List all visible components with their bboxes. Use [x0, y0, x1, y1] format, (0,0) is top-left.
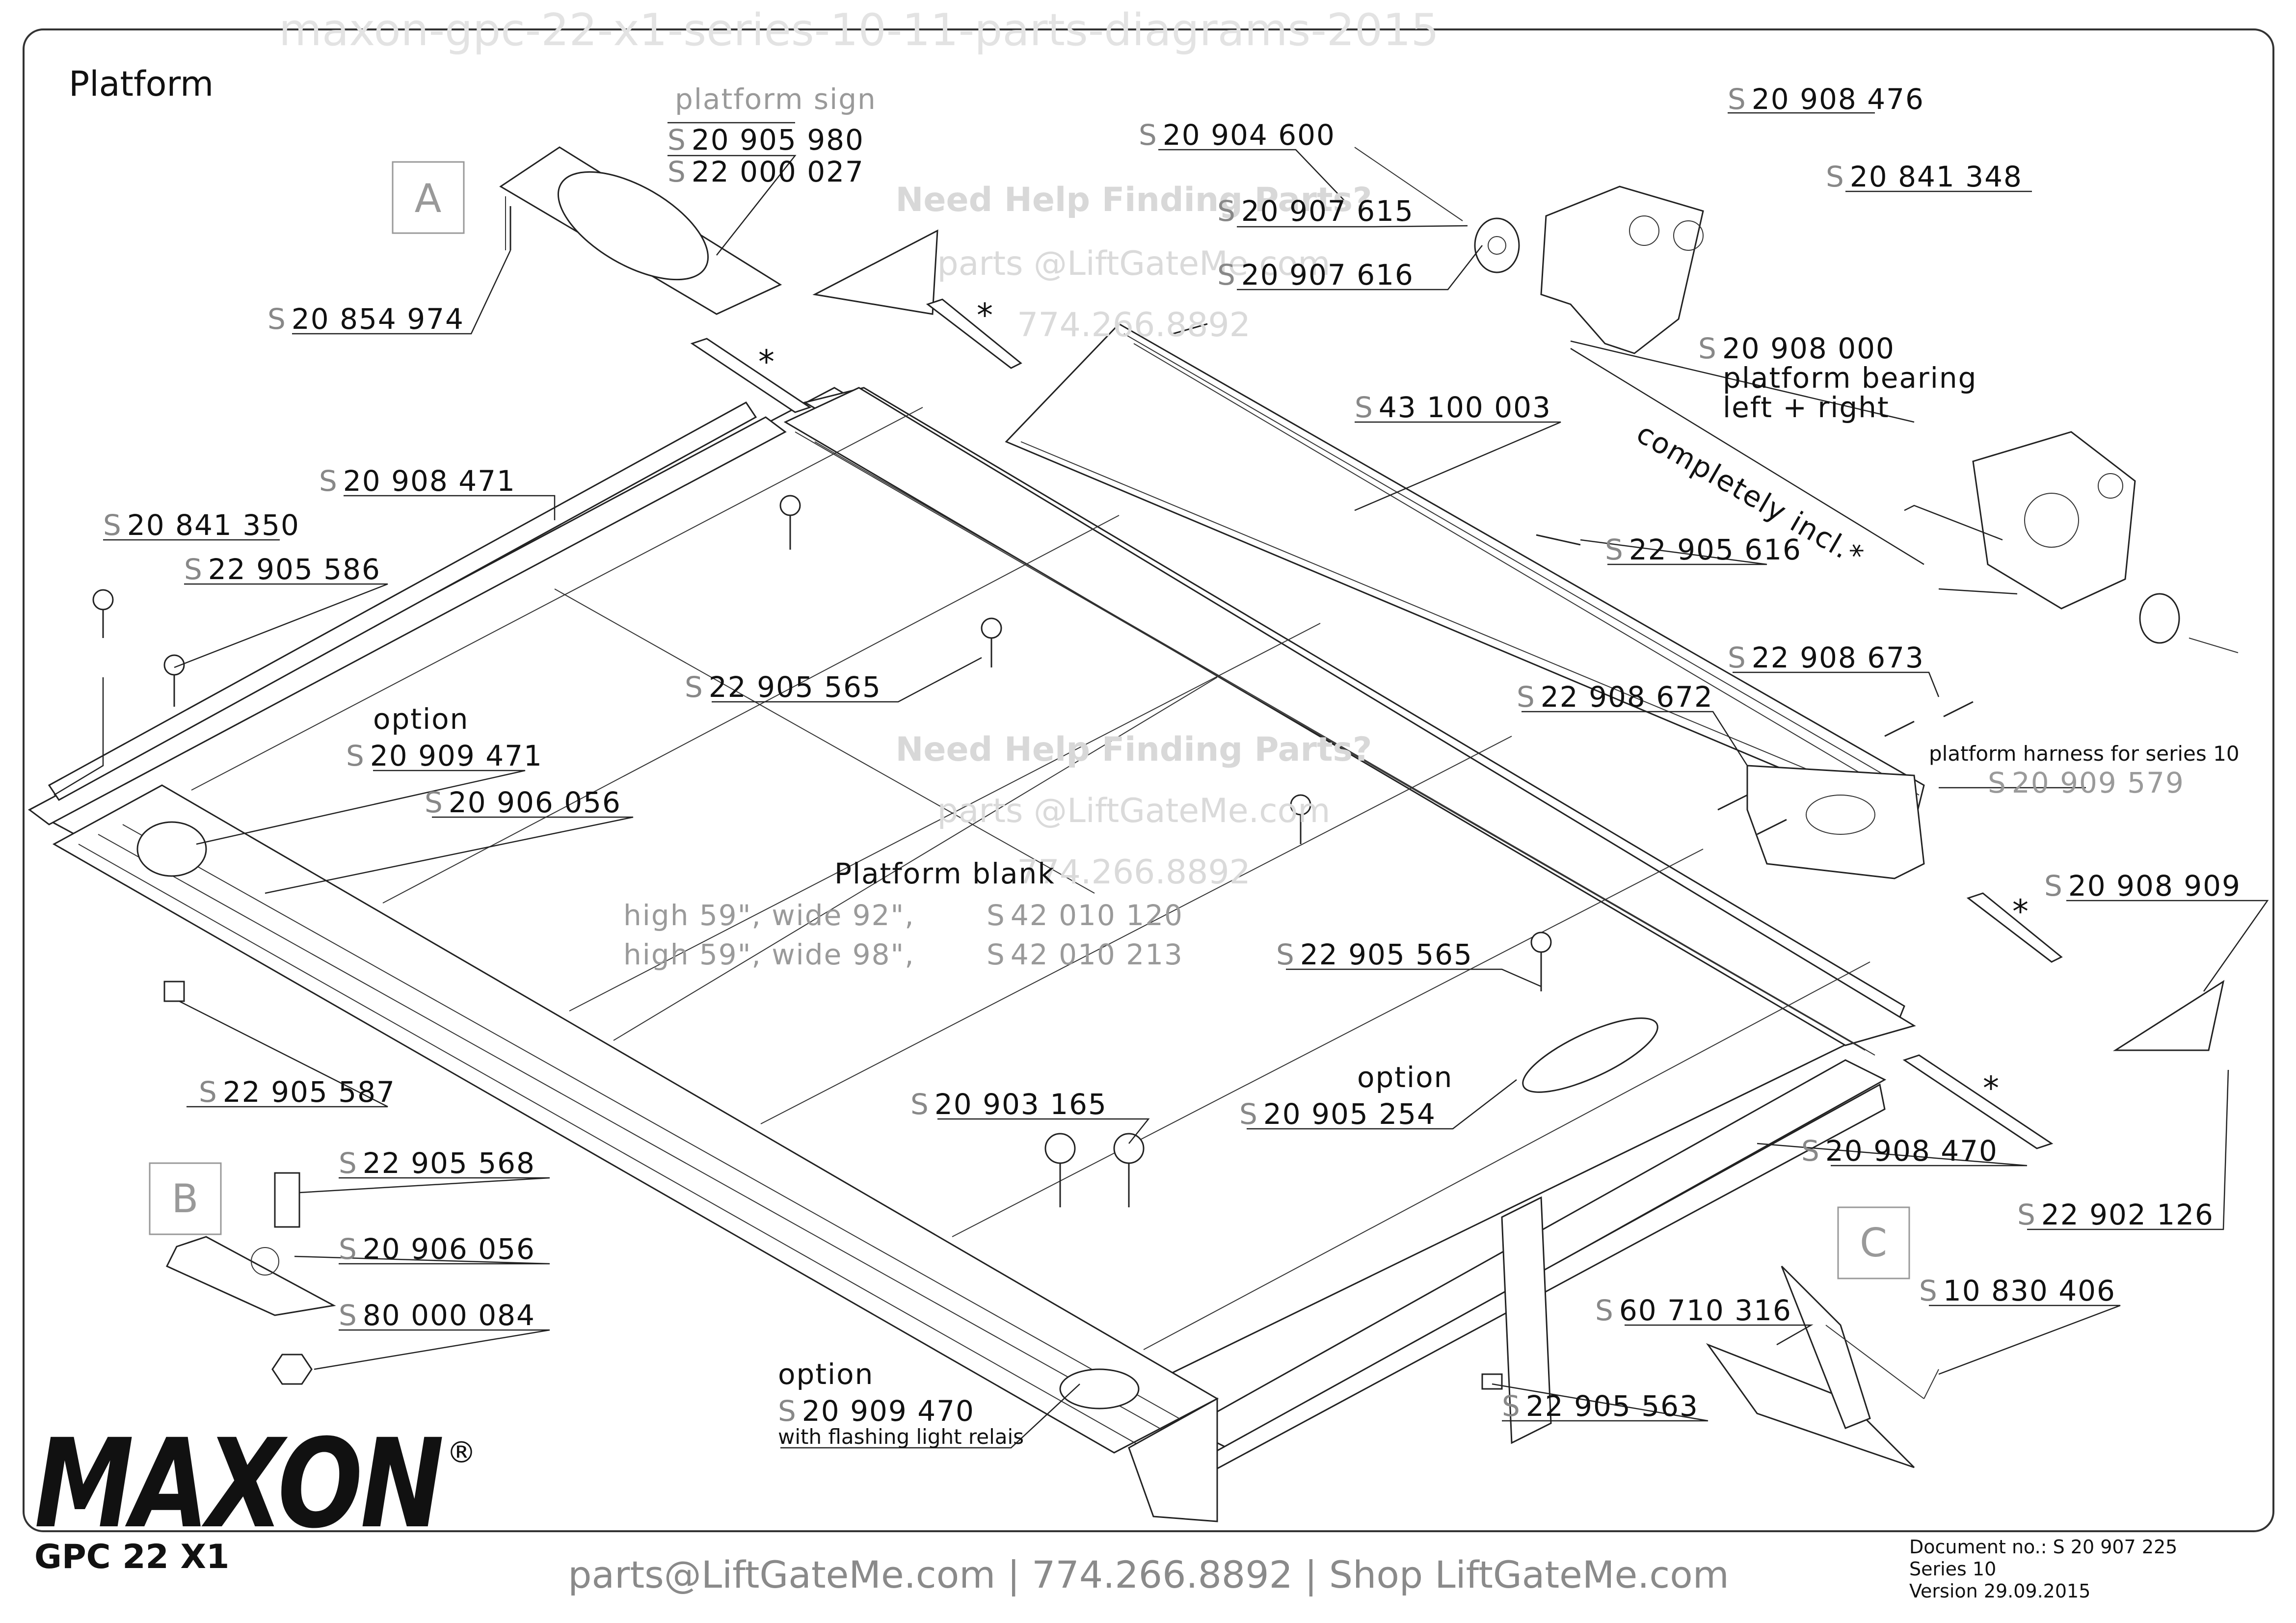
document-number: Document no.: S 20 907 225	[1909, 1536, 2177, 1558]
watermark-help-2: Need Help Finding Parts? parts @LiftGate…	[896, 730, 1372, 892]
svg-text:774.266.8892: 774.266.8892	[1017, 853, 1251, 892]
triangle-plate-left	[812, 229, 938, 315]
detail-marker-c: C	[1837, 1206, 1910, 1279]
label-platform-sign: platform sign	[675, 82, 877, 116]
label-left-right: left + right	[1723, 391, 1890, 424]
svg-text:C: C	[1860, 1220, 1887, 1266]
platform-bearing-drawing	[1354, 147, 2239, 653]
detail-b-drawing	[165, 1172, 336, 1385]
sheet-border	[23, 28, 2274, 1532]
label-option-3: option	[778, 1357, 874, 1391]
svg-text:774.266.8892: 774.266.8892	[1017, 306, 1251, 345]
section-title: Platform	[69, 64, 214, 104]
label-blank-row1-desc: high 59", wide 92",	[623, 899, 915, 932]
detail-marker-a: A	[392, 161, 465, 234]
asterisk-1: *	[758, 343, 774, 381]
detail-marker-b: B	[149, 1162, 222, 1235]
document-series: Series 10	[1909, 1558, 1996, 1580]
asterisk-4: *	[1983, 1069, 1999, 1107]
asterisk-3: *	[2012, 893, 2029, 931]
document-info: Document no.: S 20 907 225 Series 10 Ver…	[1909, 1536, 2177, 1602]
bolts	[92, 206, 1974, 1390]
label-platform-bearing: platform bearing	[1723, 361, 1977, 395]
watermark-title: maxon-gpc-22-x1-series-10-11-parts-diagr…	[279, 4, 1439, 56]
triangle-plate-right	[2112, 980, 2225, 1051]
label-option-2: option	[1357, 1061, 1453, 1094]
brand-wordmark: MAXON	[34, 1412, 442, 1555]
svg-text:A: A	[415, 176, 442, 221]
platform-drawing	[27, 323, 1925, 1522]
label-flashing-light-relais: with flashing light relais	[778, 1425, 1024, 1449]
flat-strips	[690, 298, 2063, 1149]
svg-text:parts @LiftGateMe.com: parts @LiftGateMe.com	[937, 244, 1331, 283]
contact-line: parts@LiftGateMe.com | 774.266.8892 | Sh…	[568, 1553, 1729, 1597]
watermark-help-1: Need Help Finding Parts? parts @LiftGate…	[896, 181, 1372, 345]
model-name: GPC 22 X1	[34, 1538, 229, 1576]
label-platform-blank: Platform blank	[834, 857, 1055, 890]
label-blank-row2-desc: high 59", wide 98",	[623, 938, 915, 971]
label-option-1: option	[373, 702, 469, 736]
svg-text:Need Help Finding Parts?: Need Help Finding Parts?	[896, 181, 1372, 219]
registered-mark: ®	[447, 1436, 476, 1470]
platform-sign-drawing	[499, 146, 782, 315]
label-platform-harness: platform harness for series 10	[1929, 742, 2240, 766]
leader-lines	[53, 112, 2269, 1449]
svg-text:B: B	[172, 1176, 199, 1222]
svg-text:Need Help Finding Parts?: Need Help Finding Parts?	[896, 730, 1372, 769]
maxon-logo: MAXON ®	[34, 1412, 476, 1555]
detail-c-drawing	[1706, 1265, 1939, 1468]
asterisk-2: *	[977, 296, 993, 334]
document-version: Version 29.09.2015	[1909, 1580, 2090, 1602]
svg-text:parts @LiftGateMe.com: parts @LiftGateMe.com	[937, 792, 1331, 830]
